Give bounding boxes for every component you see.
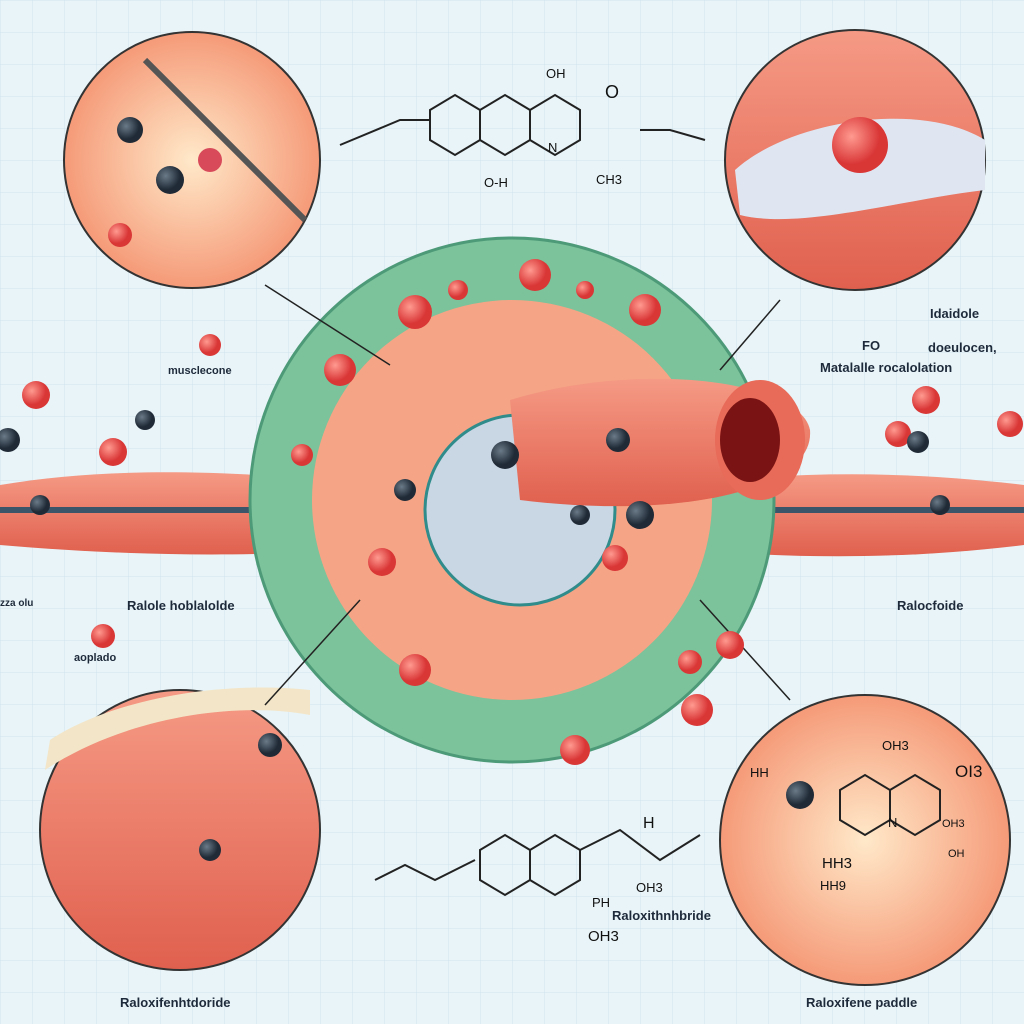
chem-right-hh3: HH3	[822, 855, 853, 872]
inset-top-right	[724, 29, 986, 291]
label-bottom-right: Raloxifene paddle	[806, 995, 918, 1010]
inset-bottom-right	[719, 694, 1011, 986]
chem-right-ch3: OH3	[882, 738, 909, 753]
label-top-right-fo: FO	[862, 338, 881, 353]
chem-right-hh: HH	[750, 765, 769, 780]
chem-bottom-ch3: OH3	[636, 880, 663, 895]
chemical-structure-top	[339, 93, 706, 157]
chemical-structure-bottom	[374, 828, 701, 897]
label-left-mid: Ralole hoblalolde	[127, 598, 235, 613]
chem-right-n: N	[888, 815, 898, 830]
label-top-right-c: Matalalle rocalolation	[820, 360, 953, 375]
chem-top-ch3: CH3	[596, 172, 623, 187]
chem-bottom-h: H	[643, 815, 655, 832]
chem-top-oh-bottom: O-H	[484, 175, 508, 190]
chem-right-oi: OI3	[955, 762, 983, 781]
dark-atoms	[0, 410, 950, 529]
red-spheres	[22, 259, 1023, 765]
label-left-muscle: musclecone	[168, 365, 232, 377]
label-top-right-a: Idaidole	[930, 306, 980, 321]
label-right-mid: Ralocfoide	[897, 598, 964, 613]
label-top-right-b: doeulocen,	[928, 340, 997, 355]
chem-top-oh: OH	[546, 66, 566, 81]
chem-bottom-oh: OH3	[588, 928, 619, 945]
chem-top-n: N	[548, 140, 558, 155]
chem-right-ohh: OH	[948, 848, 965, 860]
inset-top-left	[63, 31, 321, 289]
central-cell	[248, 236, 811, 764]
chem-top-o: O	[605, 82, 620, 102]
label-bottom-center: Raloxithnhbride	[612, 908, 711, 923]
chem-bottom-ph: PH	[592, 895, 611, 910]
inset-bottom-left	[39, 687, 321, 971]
leader-lines	[264, 284, 791, 706]
chem-right-hh9: HH9	[820, 878, 847, 893]
label-bottom-left: Raloxifenhtdoride	[120, 995, 231, 1010]
chem-right-oh: OH3	[942, 818, 965, 830]
label-left-small: aoplado	[74, 652, 117, 664]
label-left-edge: zza olu	[0, 598, 34, 609]
